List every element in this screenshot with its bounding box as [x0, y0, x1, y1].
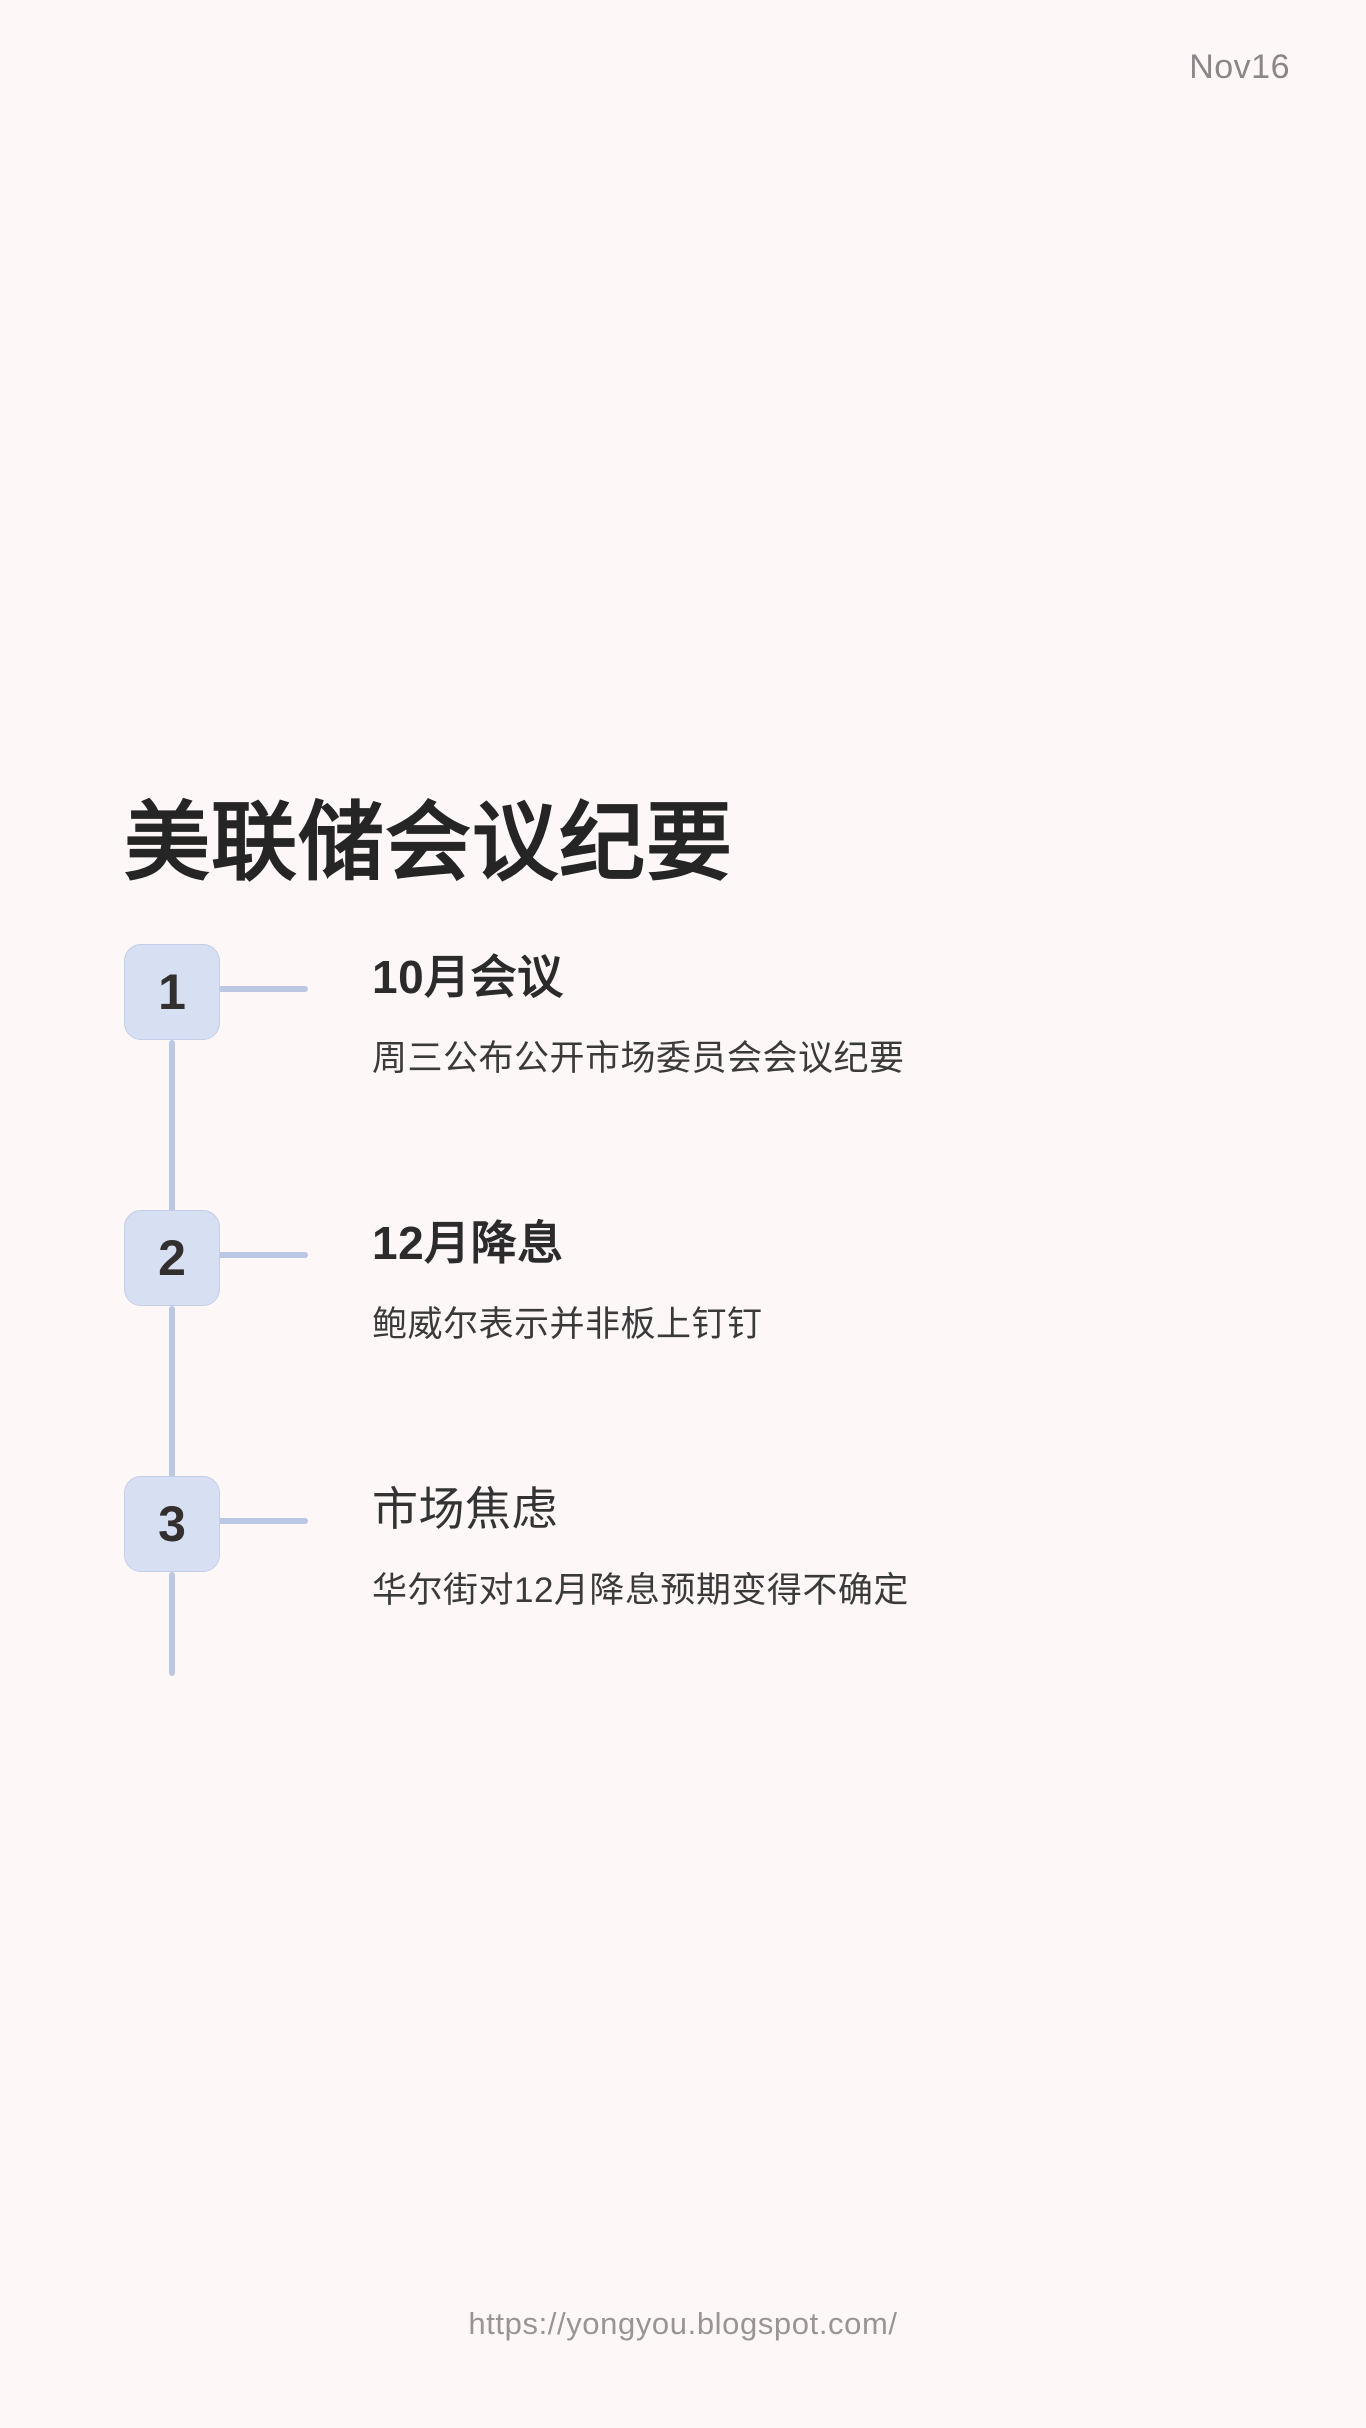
timeline-step-badge-3[interactable]: 3	[124, 1476, 220, 1572]
timeline-item-heading-2: 12月降息	[372, 1217, 564, 1269]
timeline-connector-up	[169, 1376, 175, 1476]
timeline-item-description-2: 鲍威尔表示并非板上钉钉	[372, 1305, 763, 1345]
timeline-item-2: 2 12月降息 鲍威尔表示并非板上钉钉	[124, 1110, 1284, 1478]
timeline-content: 10月会议 周三公布公开市场委员会会议纪要	[372, 944, 905, 1082]
timeline-item-3: 3 市场焦虑 华尔街对12月降息预期变得不确定	[124, 1376, 1284, 1676]
timeline-list: 1 10月会议 周三公布公开市场委员会会议纪要 2 12月降息 鲍威尔表示并非板…	[124, 944, 1284, 1676]
footer-url[interactable]: https://yongyou.blogspot.com/	[468, 2306, 898, 2341]
timeline-rail: 2	[124, 1110, 308, 1478]
timeline-rail: 3	[124, 1376, 308, 1676]
timeline-item-heading-3: 市场焦虑	[372, 1483, 558, 1535]
timeline-step-badge-1[interactable]: 1	[124, 944, 220, 1040]
timeline-connector-down	[169, 1572, 175, 1676]
timeline-content: 12月降息 鲍威尔表示并非板上钉钉	[372, 1210, 763, 1348]
timeline-item-1: 1 10月会议 周三公布公开市场委员会会议纪要	[124, 944, 1284, 1212]
timeline-connector-horizontal	[220, 1252, 308, 1258]
timeline-item-description-1: 周三公布公开市场委员会会议纪要	[372, 1039, 905, 1079]
timeline-item-heading-1: 10月会议	[372, 951, 564, 1003]
page-title: 美联储会议纪要	[124, 794, 733, 891]
timeline-content: 市场焦虑 华尔街对12月降息预期变得不确定	[372, 1476, 909, 1614]
timeline-connector-horizontal	[220, 1518, 308, 1524]
timeline-step-badge-2[interactable]: 2	[124, 1210, 220, 1306]
timeline-connector-up	[169, 1110, 175, 1210]
timeline-item-description-3: 华尔街对12月降息预期变得不确定	[372, 1571, 909, 1611]
timeline-connector-horizontal	[220, 986, 308, 992]
date-stamp: Nov16	[1189, 48, 1290, 86]
timeline-rail: 1	[124, 944, 308, 1212]
